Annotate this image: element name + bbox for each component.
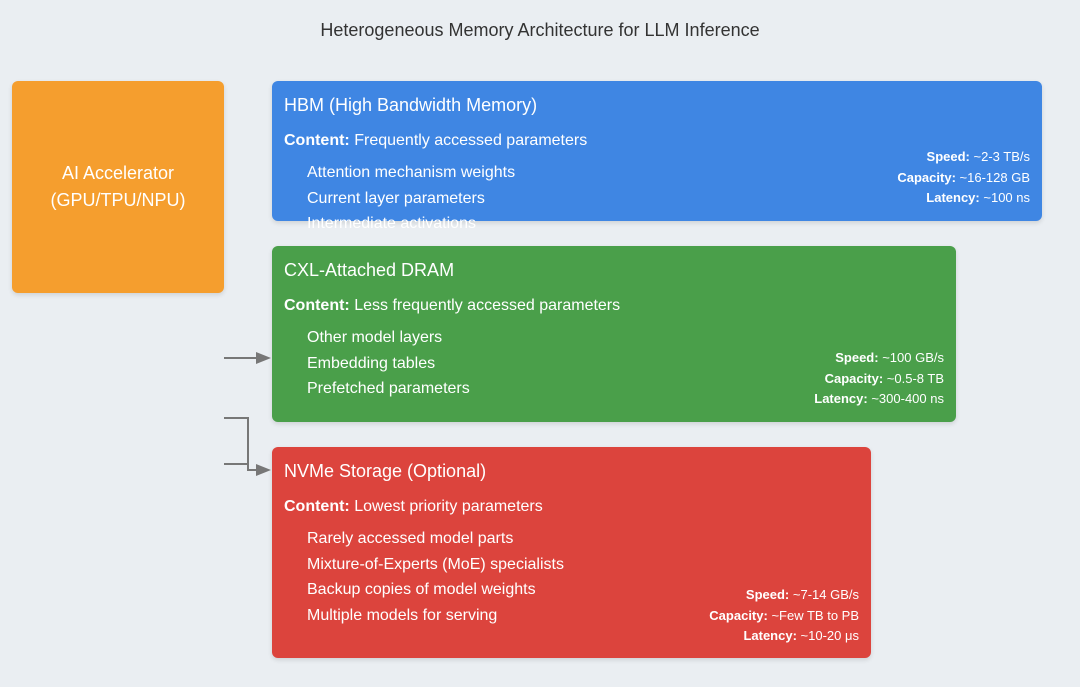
hbm-box: HBM (High Bandwidth Memory) Content: Fre… — [272, 81, 1042, 232]
list-item: Attention mechanism weights — [307, 164, 516, 181]
nvme-content: Content: Lowest priority parameters — [284, 498, 543, 515]
accelerator-label: AI Accelerator — [61, 163, 175, 183]
nvme-box: NVMe Storage (Optional) Content: Lowest … — [272, 447, 871, 658]
list-item: Prefetched parameters — [307, 380, 470, 397]
arrowhead-nvme — [256, 464, 271, 476]
ai-accelerator-box: AI Accelerator (GPU/TPU/NPU) — [12, 81, 224, 293]
list-item: Backup copies of model weights — [307, 581, 536, 598]
list-item: Intermediate activations — [307, 215, 476, 232]
arrow-to-nvme — [224, 417, 258, 471]
hbm-title: HBM (High Bandwidth Memory) — [284, 95, 538, 115]
hbm-content: Content: Frequently accessed parameters — [284, 132, 588, 149]
list-item: Embedding tables — [307, 354, 436, 372]
cxl-items: Other model layers Embedding tables Pref… — [307, 325, 470, 402]
cxl-stats: Speed: ~100 GB/s Capacity: ~0.5-8 TB Lat… — [814, 350, 944, 406]
list-item: Other model layers — [307, 329, 443, 346]
hbm-stats: Speed: ~2-3 TB/s Capacity: ~16-128 GB La… — [897, 149, 1030, 205]
hbm-items: Attention mechanism weights Current laye… — [307, 160, 515, 237]
nvme-items: Rarely accessed model parts Mixture-of-E… — [307, 526, 564, 628]
accelerator-sublabel: (GPU/TPU/NPU) — [50, 190, 186, 210]
list-item: Multiple models for serving — [307, 606, 498, 624]
arrowhead-cxl — [256, 352, 271, 364]
cxl-content: Content: Less frequently accessed parame… — [284, 297, 621, 314]
diagram-title: Heterogeneous Memory Architecture for LL… — [320, 20, 760, 40]
list-item: Rarely accessed model parts — [307, 530, 514, 547]
cxl-dram-box: CXL-Attached DRAM Content: Less frequent… — [272, 246, 956, 422]
cxl-title: CXL-Attached DRAM — [284, 260, 455, 280]
nvme-title: NVMe Storage (Optional) — [284, 461, 487, 481]
nvme-stats: Speed: ~7-14 GB/s Capacity: ~Few TB to P… — [709, 587, 859, 643]
list-item: Current layer parameters — [307, 189, 485, 207]
list-item: Mixture-of-Experts (MoE) specialists — [307, 555, 564, 573]
